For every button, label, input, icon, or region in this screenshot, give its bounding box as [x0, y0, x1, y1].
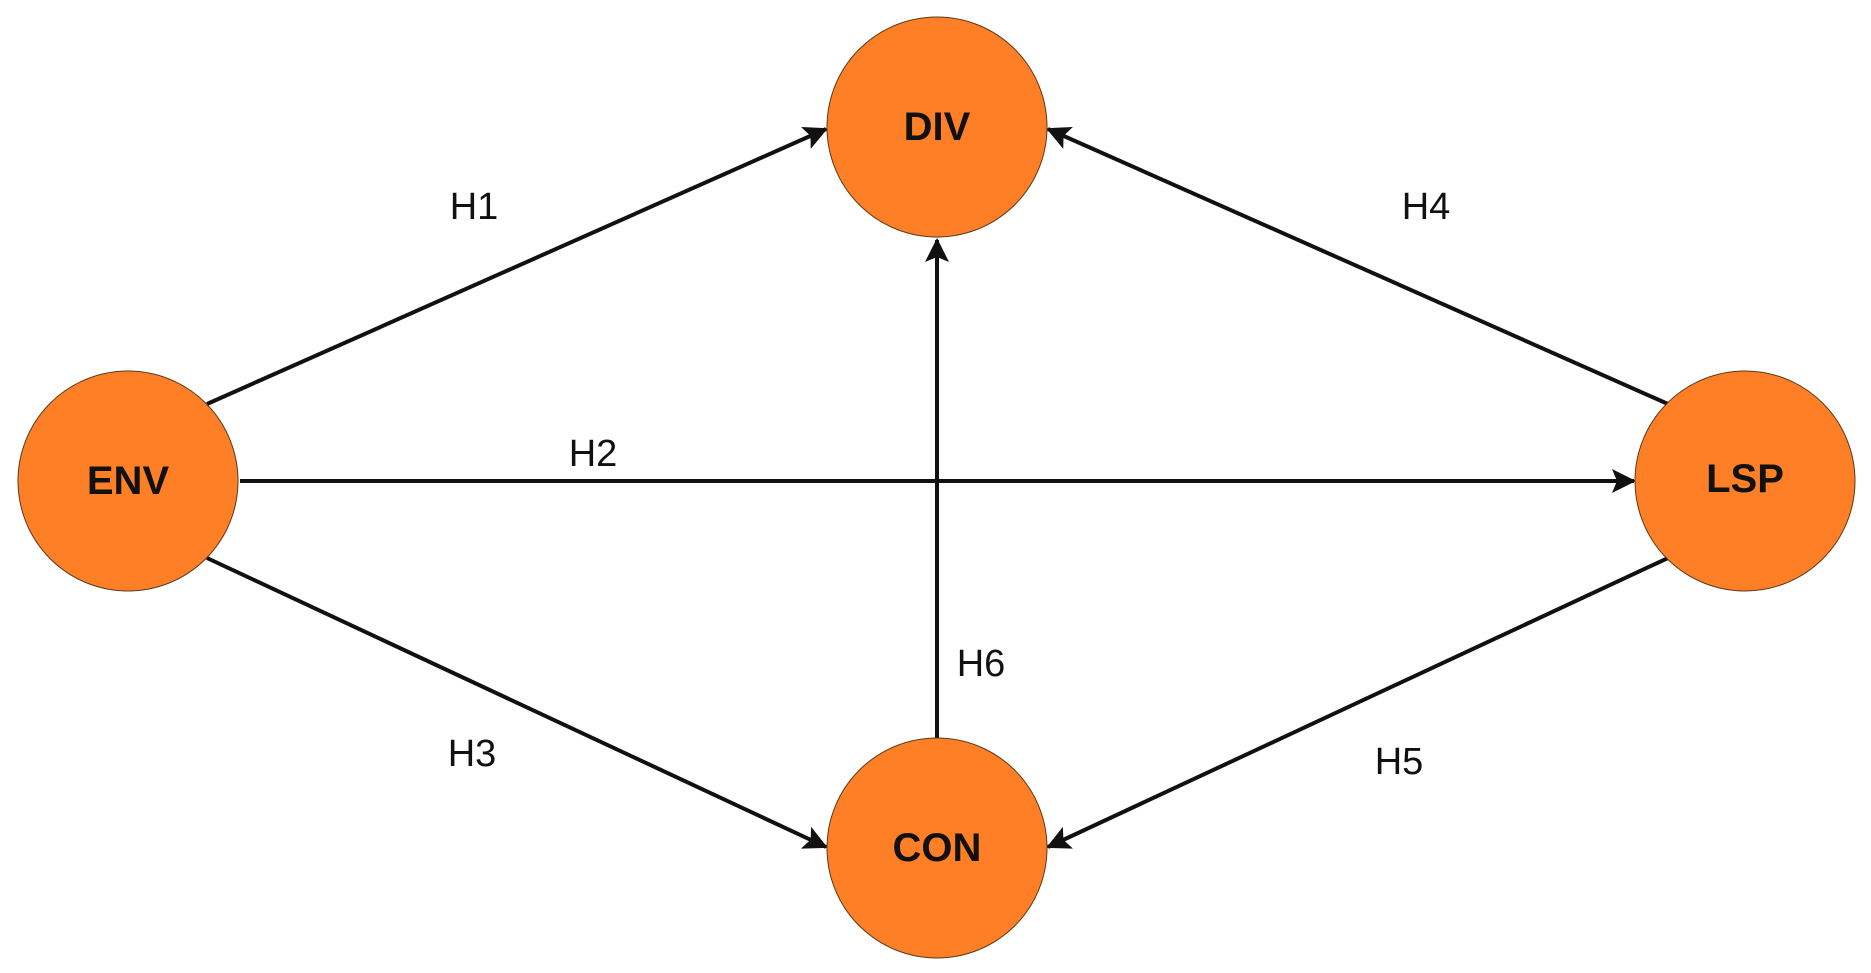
- edge-h3-arrow: [206, 556, 828, 849]
- node-lsp-circle: [1634, 370, 1856, 592]
- node-div-circle: [826, 16, 1048, 238]
- edge-label-h3: H3: [448, 733, 497, 775]
- edge-label-h5: H5: [1375, 741, 1424, 783]
- edge-label-h1: H1: [450, 186, 499, 228]
- node-env: ENV: [17, 370, 239, 592]
- edge-label-h4: H4: [1402, 186, 1451, 228]
- edge-h4-arrow: [1046, 126, 1669, 406]
- node-div: DIV: [826, 16, 1048, 238]
- node-div-label: DIV: [904, 105, 971, 149]
- node-env-circle: [17, 370, 239, 592]
- node-con-label: CON: [893, 826, 982, 870]
- node-lsp-label: LSP: [1706, 457, 1784, 501]
- edge-h1-arrow: [206, 126, 828, 406]
- node-lsp: LSP: [1634, 370, 1856, 592]
- node-con: CON: [826, 737, 1048, 959]
- edge-labels: H1 H2 H3 H4 H5 H6: [448, 186, 1451, 783]
- edge-label-h2: H2: [569, 433, 618, 475]
- node-env-label: ENV: [87, 459, 170, 503]
- edge-label-h6: H6: [957, 643, 1006, 685]
- edges: [206, 126, 1669, 849]
- edge-h5-arrow: [1046, 556, 1669, 849]
- node-con-circle: [826, 737, 1048, 959]
